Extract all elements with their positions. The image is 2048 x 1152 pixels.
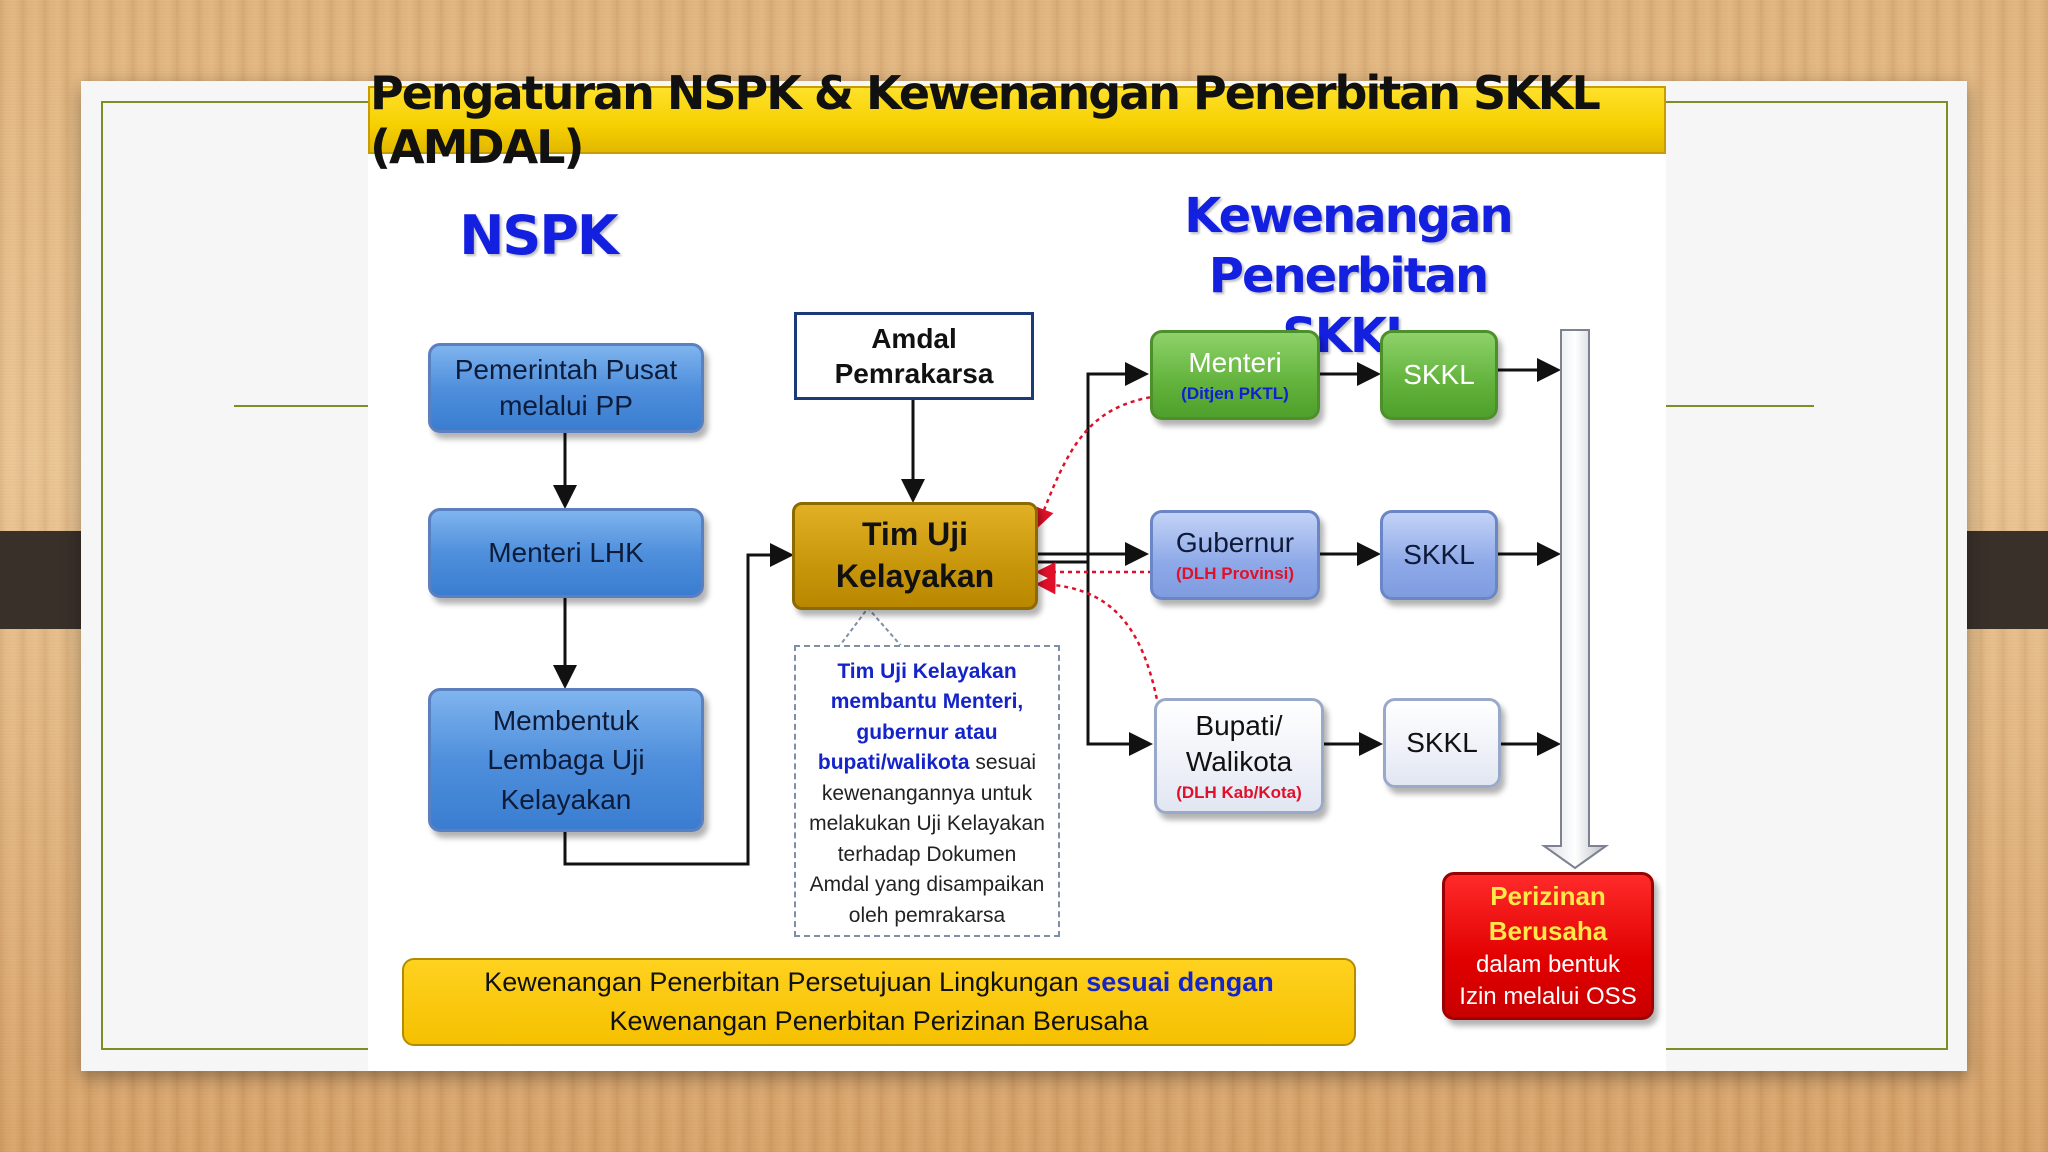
tim-uji-note: Tim Uji Kelayakan membantu Menteri, gube… xyxy=(794,645,1060,937)
mid-rule-left xyxy=(234,405,368,407)
frame-right xyxy=(1946,101,1948,1050)
membentuk-lembaga-box: Membentuk Lembaga Uji Kelayakan xyxy=(428,688,704,832)
bottom-summary-banner: Kewenangan Penerbitan Persetujuan Lingku… xyxy=(402,958,1356,1046)
gubernur-box: Gubernur (DLH Provinsi) xyxy=(1150,510,1320,600)
frame-bottom-right xyxy=(1666,1048,1948,1050)
skkl-box-1: SKKL xyxy=(1380,330,1498,420)
connector-lines xyxy=(553,329,1610,870)
kewenangan-heading: Kewenangan Penerbitan SKKL xyxy=(1184,188,1513,364)
skkl-box-2: SKKL xyxy=(1380,510,1498,600)
tim-uji-kelayakan-box: Tim Uji Kelayakan xyxy=(792,502,1038,610)
pemerintah-pusat-box: Pemerintah Pusat melalui PP xyxy=(428,343,704,433)
bupati-walikota-box: Bupati/ Walikota (DLH Kab/Kota) xyxy=(1154,698,1324,814)
frame-left xyxy=(101,101,103,1050)
mid-rule-right xyxy=(1666,405,1814,407)
diagram-title: Pengaturan NSPK & Kewenangan Penerbitan … xyxy=(368,66,1666,174)
frame-top-left xyxy=(101,101,369,103)
frame-top-right xyxy=(1666,101,1948,103)
nspk-heading: NSPK xyxy=(459,204,619,267)
skkl-box-3: SKKL xyxy=(1383,698,1501,788)
perizinan-berusaha-box: Perizinan Berusaha dalam bentuk Izin mel… xyxy=(1442,872,1654,1020)
diagram-slide: Pengaturan NSPK & Kewenangan Penerbitan … xyxy=(368,66,1666,1071)
frame-bottom-left xyxy=(101,1048,369,1050)
menteri-box: Menteri (Ditjen PKTL) xyxy=(1150,330,1320,420)
menteri-lhk-box: Menteri LHK xyxy=(428,508,704,598)
amdal-pemrakarsa-box: Amdal Pemrakarsa xyxy=(794,312,1034,400)
